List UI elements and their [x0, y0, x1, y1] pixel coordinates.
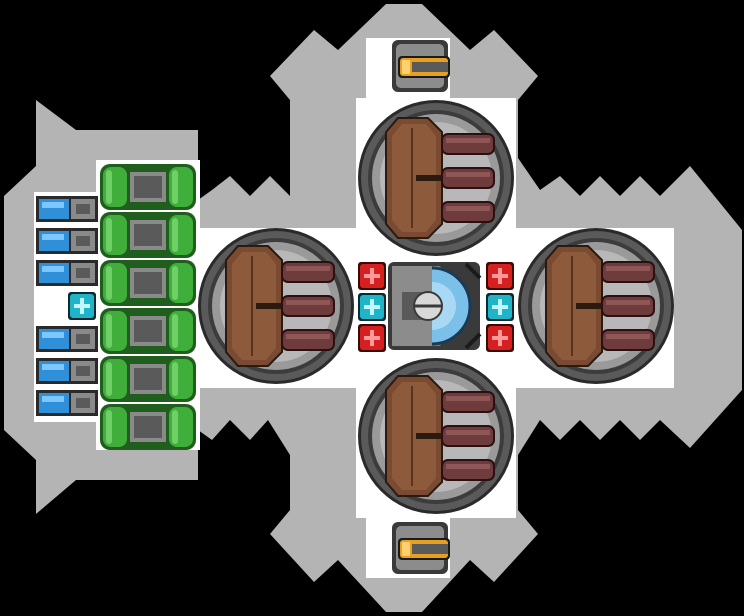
tank-5-fuel-tank-icon[interactable]: [100, 356, 196, 402]
turret-left-triple-cannon-turret-icon[interactable]: [197, 227, 355, 385]
laser-top-point-defense-laser-icon[interactable]: [392, 40, 450, 92]
engine-3-thruster-icon[interactable]: [36, 260, 98, 286]
cyan-module-3-cyan-cross-module-icon[interactable]: [68, 292, 96, 320]
engine-1-thruster-icon[interactable]: [36, 196, 98, 222]
reactor-core[interactable]: [388, 262, 482, 350]
turret-bottom-triple-cannon-turret-icon[interactable]: [357, 357, 515, 515]
turret-right-triple-cannon-turret-icon[interactable]: [517, 227, 675, 385]
tank-6-fuel-tank-icon[interactable]: [100, 404, 196, 450]
engine-6-thruster-icon[interactable]: [36, 390, 98, 416]
cyan-module-2-cyan-cross-module-icon[interactable]: [486, 293, 514, 321]
tank-4-fuel-tank-icon[interactable]: [100, 308, 196, 354]
tank-2-fuel-tank-icon[interactable]: [100, 212, 196, 258]
tank-1-fuel-tank-icon[interactable]: [100, 164, 196, 210]
laser-bottom-point-defense-laser-icon[interactable]: [392, 522, 450, 574]
red-module-3-red-cross-module-icon[interactable]: [486, 262, 514, 290]
turret-top-triple-cannon-turret-icon[interactable]: [357, 99, 515, 257]
engine-4-thruster-icon[interactable]: [36, 326, 98, 352]
red-module-4-red-cross-module-icon[interactable]: [486, 324, 514, 352]
tank-3-fuel-tank-icon[interactable]: [100, 260, 196, 306]
engine-5-thruster-icon[interactable]: [36, 358, 98, 384]
cyan-module-1-cyan-cross-module-icon[interactable]: [358, 293, 386, 321]
red-module-2-red-cross-module-icon[interactable]: [358, 324, 386, 352]
engine-2-thruster-icon[interactable]: [36, 228, 98, 254]
red-module-1-red-cross-module-icon[interactable]: [358, 262, 386, 290]
